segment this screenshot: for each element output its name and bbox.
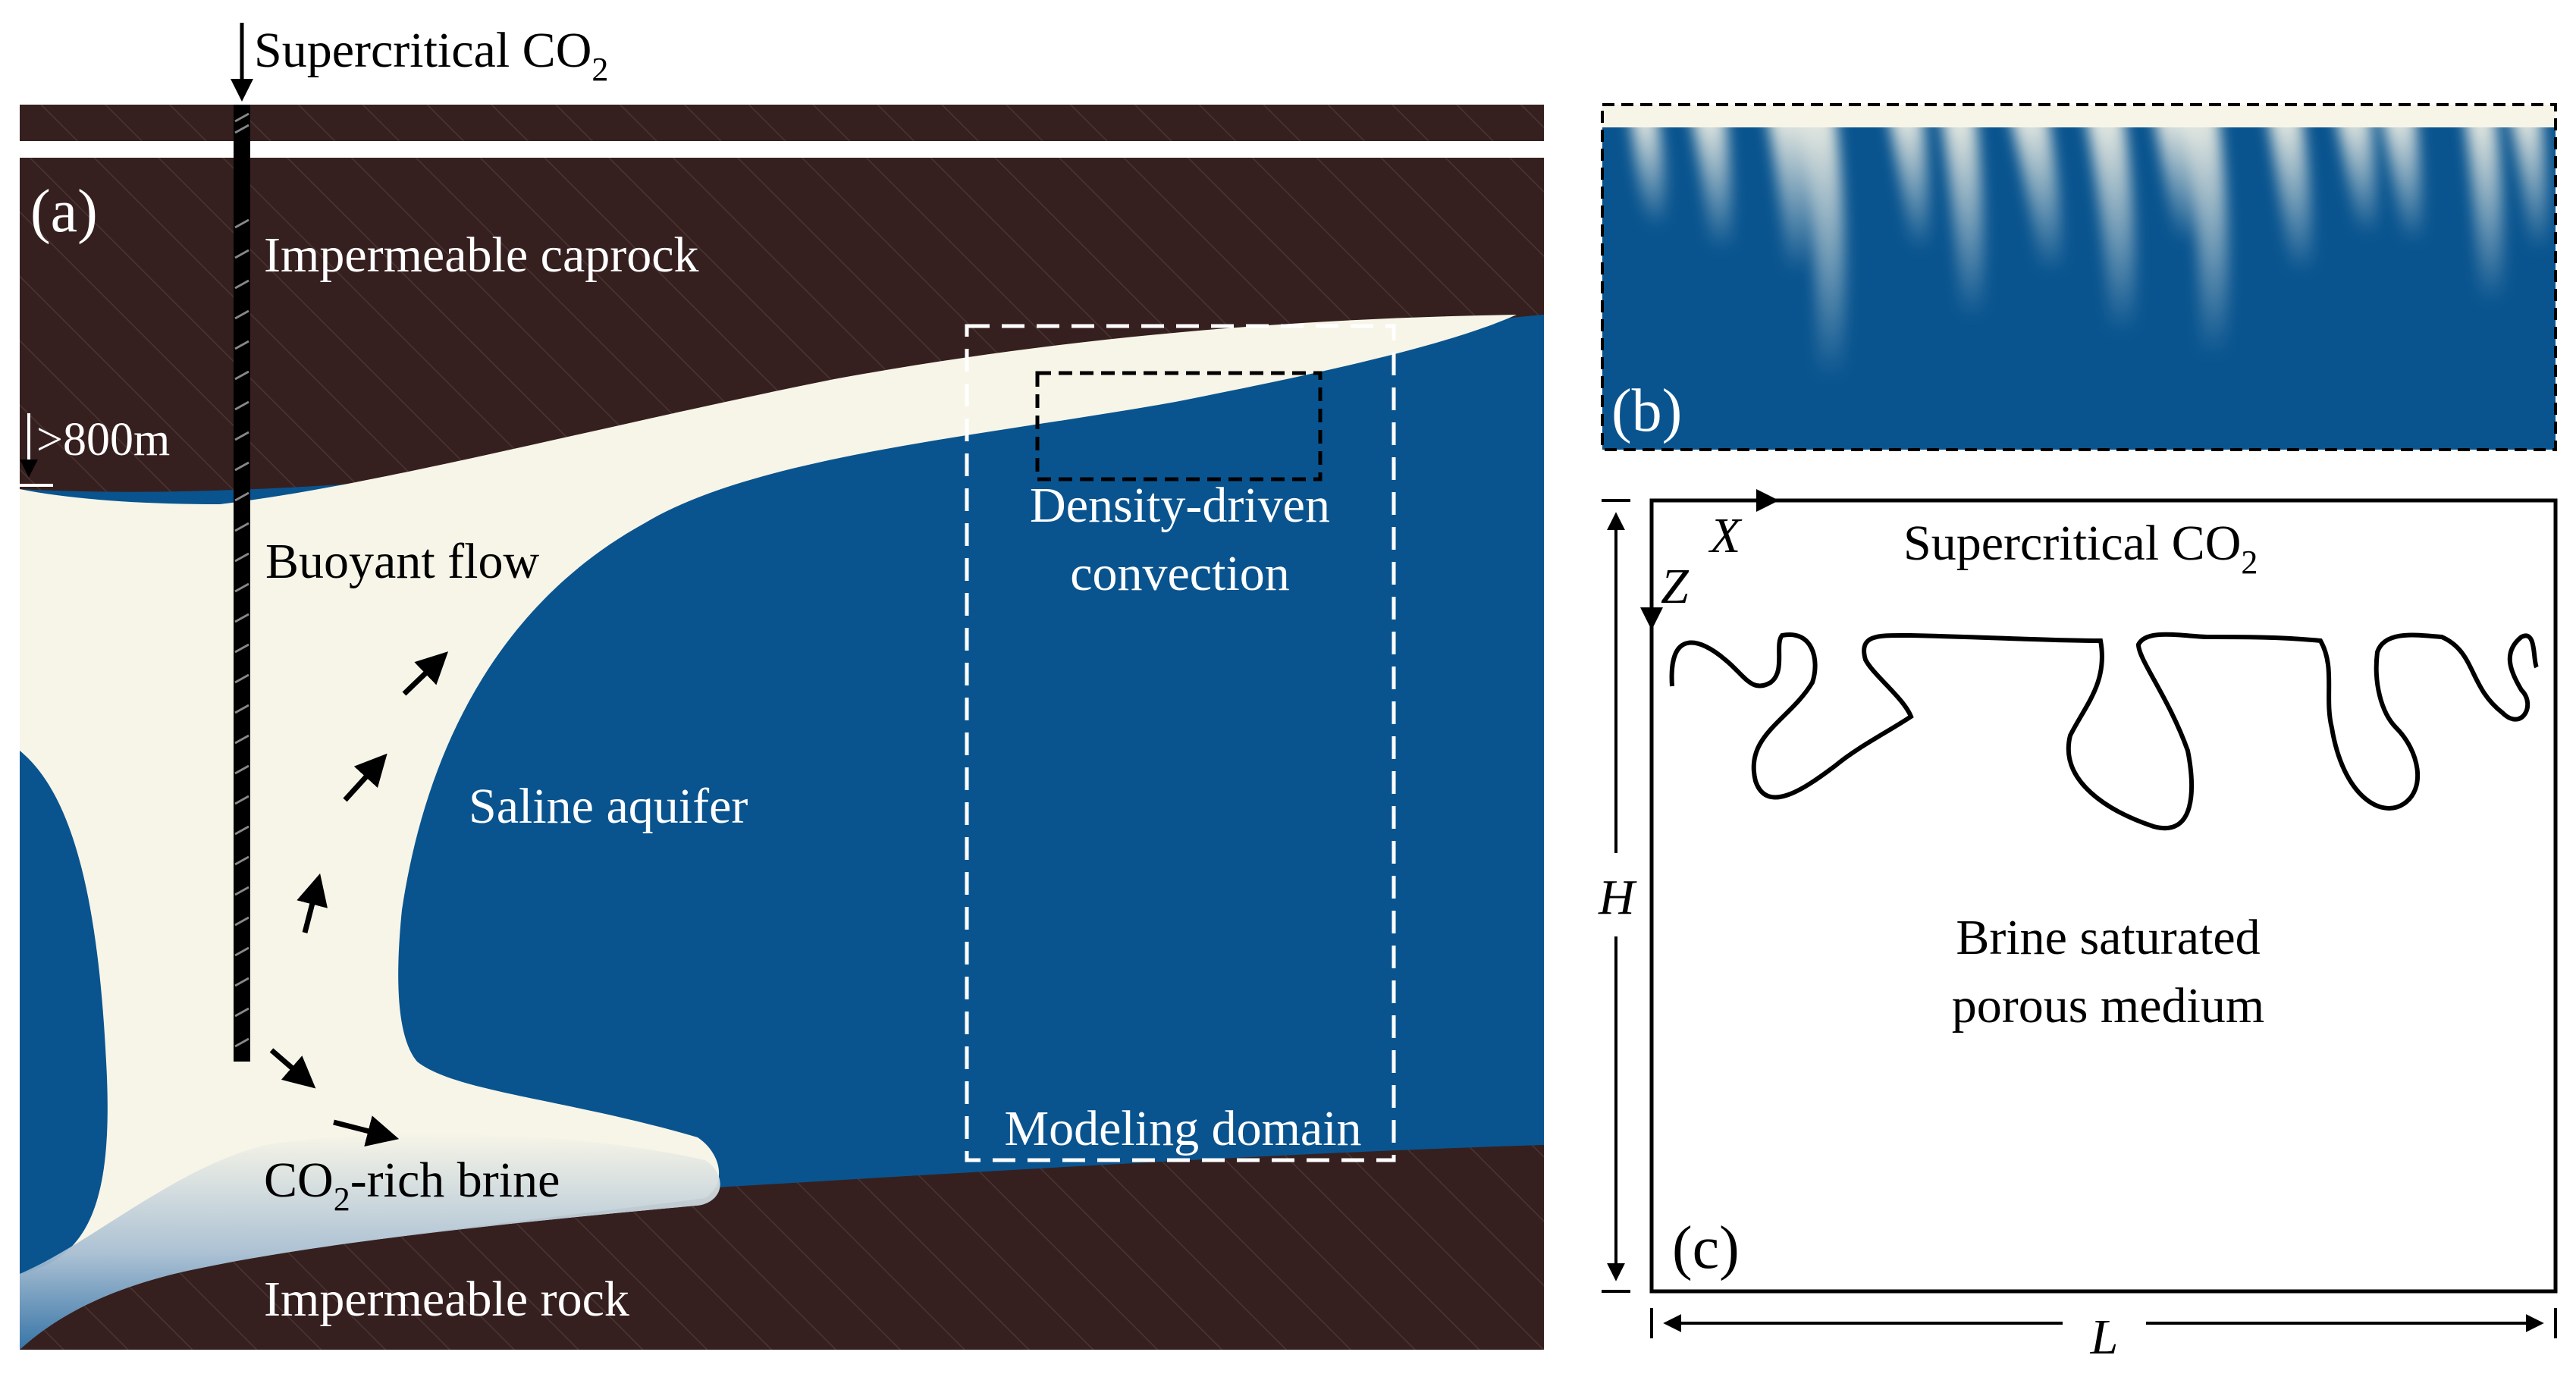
depth-marker (20, 413, 53, 487)
convection-label-2: convection (1070, 546, 1290, 601)
panel-b: (b) (1601, 103, 2557, 451)
x-axis-label: X (1708, 508, 1743, 563)
flow-arrows (269, 651, 449, 1146)
modeling-domain-label: Modeling domain (1004, 1101, 1361, 1156)
length-label: L (2090, 1310, 2119, 1365)
zoom-box (1035, 371, 1323, 481)
surface-line (20, 141, 1544, 158)
saline-aquifer-label: Saline aquifer (469, 779, 748, 834)
panel-c-co2-label: Supercritical CO2 (1903, 516, 2258, 581)
convection-fingers (1630, 114, 2548, 379)
height-label: H (1598, 870, 1637, 925)
depth-label: >800m (36, 414, 170, 466)
co2-brine-interface (1669, 632, 2539, 831)
length-dimension (1650, 1308, 2557, 1338)
panel-b-label: (b) (1611, 378, 1682, 444)
caprock-label: Impermeable caprock (264, 227, 699, 283)
panel-c-frame (1649, 498, 2558, 1294)
buoyant-flow-label: Buoyant flow (265, 534, 539, 589)
injection-well (234, 105, 250, 1062)
modeling-domain-box (965, 324, 1396, 1162)
co2-rich-brine (20, 1134, 720, 1350)
panel-c-label: (c) (1672, 1215, 1740, 1281)
panel-a-label: (a) (30, 178, 98, 245)
co2-rich-brine-label: CO2-rich brine (264, 1153, 560, 1218)
height-dimension (1602, 499, 1630, 1293)
brine-label-2: porous medium (1952, 978, 2264, 1034)
brine-label-1: Brine saturated (1956, 910, 2260, 965)
z-axis-label: Z (1661, 559, 1690, 614)
panel-b-frame (1601, 103, 2557, 451)
injection-label: Supercritical CO2 (254, 23, 608, 88)
co2-plume (20, 315, 1517, 1350)
impermeable-rock-label: Impermeable rock (264, 1272, 629, 1327)
panel-c: X Z H L Supercritical CO2 Brine saturate… (1598, 489, 2558, 1365)
convection-label-1: Density-driven (1030, 478, 1330, 533)
panel-a: (a) Supercritical CO2 Impermeable caproc… (20, 23, 1544, 1350)
left-brine-lobe (20, 751, 92, 1274)
